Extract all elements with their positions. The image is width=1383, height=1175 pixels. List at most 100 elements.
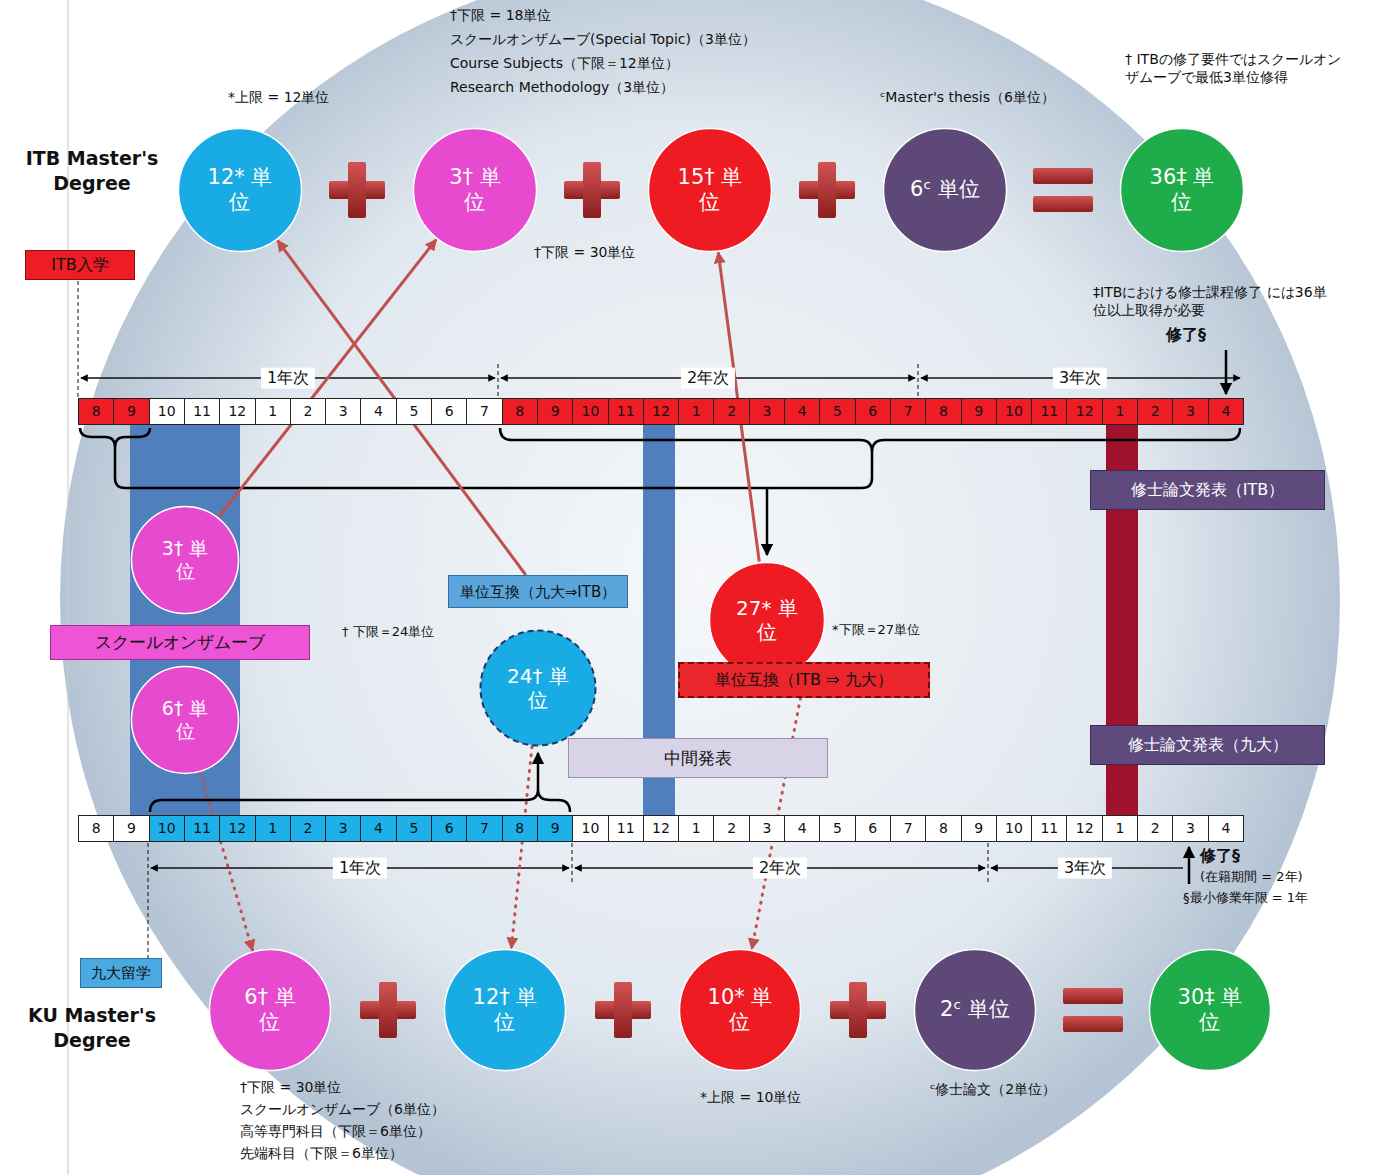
month-cell: 1 bbox=[255, 815, 291, 842]
note: ‡ITBにおける修士課程修了 には36単位以上取得が必要 bbox=[1093, 283, 1328, 319]
plus-bar bbox=[818, 162, 836, 218]
credit-value: 30‡ 単位 bbox=[1174, 985, 1245, 1035]
bracket-arrow bbox=[766, 488, 769, 555]
month-cell: 2 bbox=[290, 398, 326, 425]
month-cell: 3 bbox=[325, 398, 361, 425]
month-cell: 7 bbox=[890, 398, 926, 425]
month-cell: 8 bbox=[925, 398, 961, 425]
month-cell: 12 bbox=[643, 815, 679, 842]
credit-circle: 3† 単位 bbox=[412, 127, 538, 253]
month-cell: 2 bbox=[713, 815, 749, 842]
year-label: 2年次 bbox=[681, 368, 735, 389]
plus-bar bbox=[614, 982, 632, 1038]
transfer-arrow-dotted bbox=[200, 773, 252, 951]
credit-circle: 30‡ 単位 bbox=[1148, 948, 1272, 1072]
month-cell: 7 bbox=[466, 398, 502, 425]
month-cell: 5 bbox=[819, 815, 855, 842]
note: Course Subjects（下限＝12単位） bbox=[450, 54, 679, 72]
month-cell: 11 bbox=[184, 815, 220, 842]
plus-bar bbox=[348, 162, 366, 218]
month-cell: 8 bbox=[78, 398, 114, 425]
month-cell: 4 bbox=[1208, 815, 1244, 842]
box-label: 九大留学 bbox=[91, 964, 151, 982]
note: *上限 = 10単位 bbox=[700, 1088, 801, 1106]
credit-circle-fill bbox=[132, 507, 239, 614]
tick-lines bbox=[78, 281, 988, 958]
month-cell: 6 bbox=[855, 815, 891, 842]
credit-circle: 6ᶜ 単位 bbox=[882, 127, 1008, 253]
brackets bbox=[80, 350, 1240, 884]
month-cell: 9 bbox=[113, 398, 149, 425]
month-cell: 7 bbox=[466, 815, 502, 842]
plus-bar bbox=[583, 162, 601, 218]
month-cell: 4 bbox=[360, 398, 396, 425]
transfer-arrow bbox=[278, 241, 526, 575]
year-label: 1年次 bbox=[261, 368, 315, 389]
year-tick bbox=[918, 364, 919, 398]
month-cell: 12 bbox=[1066, 398, 1102, 425]
start-tick bbox=[148, 843, 149, 958]
stage-box: ITB入学 bbox=[25, 250, 135, 280]
credit-circle-fill bbox=[680, 950, 801, 1071]
year-tick bbox=[988, 843, 989, 882]
credit-value: 36‡ 単位 bbox=[1146, 165, 1217, 215]
bracket-arrow bbox=[537, 753, 540, 790]
credit-circle: 12† 単位 bbox=[443, 948, 567, 1072]
month-cell: 8 bbox=[925, 815, 961, 842]
month-cell: 8 bbox=[502, 398, 538, 425]
note: †下限 = 30単位 bbox=[240, 1078, 341, 1096]
plus-sign bbox=[329, 162, 886, 1038]
month-cell: 9 bbox=[961, 398, 997, 425]
month-cell: 10 bbox=[996, 398, 1032, 425]
month-cell: 4 bbox=[1208, 398, 1244, 425]
stage-box: 中間発表 bbox=[568, 738, 828, 778]
month-cell: 4 bbox=[360, 815, 396, 842]
credit-circle-fill bbox=[649, 129, 772, 252]
month-cell: 1 bbox=[1102, 815, 1138, 842]
credit-circle-fill bbox=[1121, 129, 1244, 252]
month-cell: 11 bbox=[1031, 815, 1067, 842]
note: † ITBの修了要件ではスクールオンザムーブで最低3単位修得 bbox=[1125, 50, 1350, 86]
credit-value: 27* 単位 bbox=[733, 596, 801, 644]
box-label: 単位互換（ITB ⇒ 九大） bbox=[715, 670, 892, 689]
credit-circle-fill bbox=[884, 129, 1007, 252]
earth-background bbox=[60, 0, 1340, 1175]
month-cell: 9 bbox=[537, 815, 573, 842]
month-cell: 5 bbox=[396, 815, 432, 842]
month-cell: 4 bbox=[784, 815, 820, 842]
bracket bbox=[500, 428, 1240, 452]
month-cell: 3 bbox=[749, 815, 785, 842]
equals-bar bbox=[1063, 988, 1123, 1004]
credit-circle-fill bbox=[210, 950, 331, 1071]
period-band bbox=[130, 425, 240, 815]
credit-circle: 6† 単位 bbox=[130, 665, 240, 775]
credit-value: 24† 単位 bbox=[504, 664, 572, 712]
month-cell: 9 bbox=[961, 815, 997, 842]
start-tick bbox=[78, 281, 79, 398]
transfer-arrow bbox=[219, 240, 436, 517]
year-label: 1年次 bbox=[333, 858, 387, 879]
completion-arrow bbox=[1225, 350, 1228, 394]
month-cell: 7 bbox=[890, 815, 926, 842]
month-cell: 8 bbox=[502, 815, 538, 842]
credit-value: 2ᶜ 単位 bbox=[939, 997, 1010, 1022]
year-label: 2年次 bbox=[753, 858, 807, 879]
credit-value: 6† 単位 bbox=[153, 697, 218, 743]
note: (在籍期間 = 2年) bbox=[1200, 869, 1303, 886]
stage-box: 単位互換（ITB ⇒ 九大） bbox=[678, 662, 930, 698]
equals-bar bbox=[1063, 1016, 1123, 1032]
month-cell: 2 bbox=[290, 815, 326, 842]
note: §最小修業年限 = 1年 bbox=[1183, 890, 1308, 907]
month-cell: 1 bbox=[678, 398, 714, 425]
credit-circle: 15† 単位 bbox=[647, 127, 773, 253]
month-cell: 10 bbox=[149, 398, 185, 425]
month-cell: 10 bbox=[572, 815, 608, 842]
credit-value: 3† 単位 bbox=[153, 537, 218, 583]
month-cell: 11 bbox=[1031, 398, 1067, 425]
note: Research Methodology（3単位） bbox=[450, 78, 674, 96]
credit-circle: 6† 単位 bbox=[208, 948, 332, 1072]
month-cell: 12 bbox=[219, 815, 255, 842]
note: ᶜ修士論文（2単位） bbox=[930, 1080, 1056, 1098]
stage-box: 修士論文発表（九大） bbox=[1090, 725, 1325, 765]
